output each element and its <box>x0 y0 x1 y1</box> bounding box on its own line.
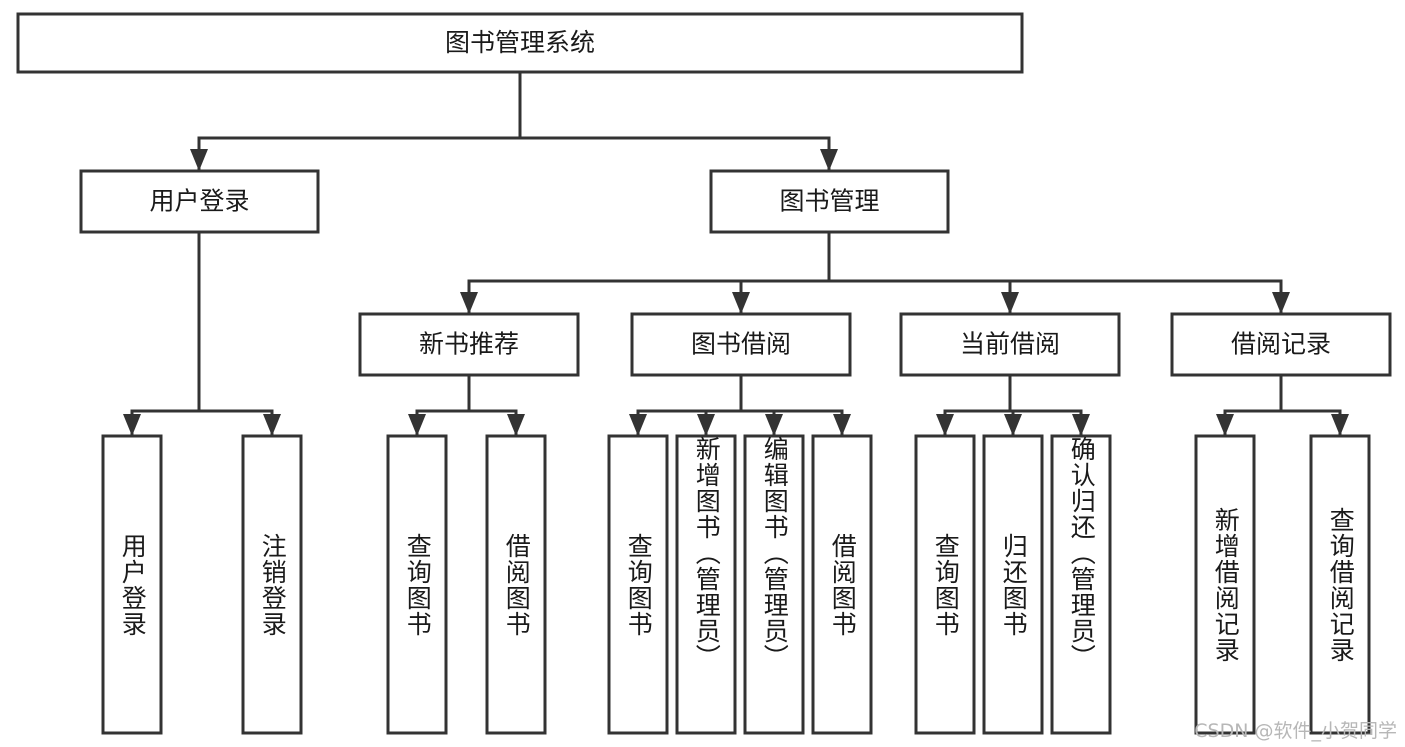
leaf-12-查询借阅记录-box[interactable] <box>1309 434 1371 735</box>
leaf-6-编辑图书管理员-box[interactable] <box>743 434 805 735</box>
csdn-watermark: CSDN @软件_小贺同学 <box>1194 720 1397 742</box>
arrow-head-icon <box>820 149 838 171</box>
leaf-1-注销登录-box[interactable] <box>241 434 303 735</box>
node-box-layer <box>16 12 1392 735</box>
leaf-4-查询图书-box[interactable] <box>607 434 669 735</box>
leaf-8-查询图书-box[interactable] <box>914 434 976 735</box>
leaf-9-归还图书-box[interactable] <box>982 434 1044 735</box>
arrow-head-icon <box>1001 292 1019 314</box>
root-图书管理系统-label: 图书管理系统 <box>445 28 595 57</box>
arrow-head-icon <box>190 149 208 171</box>
arrow-head-icon <box>697 414 715 436</box>
arrow-head-icon <box>1272 292 1290 314</box>
level3-借阅记录-label: 借阅记录 <box>1231 330 1331 359</box>
level3-当前借阅-box[interactable] <box>899 312 1121 377</box>
leaf-10-确认归还管理员-box[interactable] <box>1050 434 1112 735</box>
arrow-head-icon <box>123 414 141 436</box>
arrow-head-icon <box>1216 414 1234 436</box>
arrow-head-icon <box>732 292 750 314</box>
arrow-head-icon <box>408 414 426 436</box>
arrow-head-icon <box>765 414 783 436</box>
leaf-0-用户登录-box[interactable] <box>101 434 163 735</box>
level3-借阅记录-box[interactable] <box>1170 312 1392 377</box>
arrow-head-icon <box>263 414 281 436</box>
arrow-head-icon <box>833 414 851 436</box>
level2-用户登录-label: 用户登录 <box>149 187 249 216</box>
connector-layer <box>123 70 1349 436</box>
level3-当前借阅-label: 当前借阅 <box>960 330 1060 359</box>
level2-图书管理-box[interactable] <box>709 169 950 234</box>
leaf-2-查询图书-box[interactable] <box>386 434 448 735</box>
level3-图书借阅-box[interactable] <box>630 312 852 377</box>
arrow-head-icon <box>507 414 525 436</box>
level2-图书管理-label: 图书管理 <box>779 187 879 216</box>
level3-图书借阅-label: 图书借阅 <box>691 330 791 359</box>
level2-用户登录-box[interactable] <box>79 169 320 234</box>
leaf-3-借阅图书-box[interactable] <box>485 434 547 735</box>
arrow-head-icon <box>1072 414 1090 436</box>
arrow-head-icon <box>460 292 478 314</box>
leaf-7-借阅图书-box[interactable] <box>811 434 873 735</box>
arrow-head-icon <box>1331 414 1349 436</box>
leaf-5-新增图书管理员-box[interactable] <box>675 434 737 735</box>
arrow-head-icon <box>629 414 647 436</box>
arrow-head-icon <box>1004 414 1022 436</box>
level3-新书推荐-label: 新书推荐 <box>419 330 519 359</box>
level3-新书推荐-box[interactable] <box>358 312 580 377</box>
leaf-11-新增借阅记录-box[interactable] <box>1194 434 1256 735</box>
root-图书管理系统-box[interactable] <box>16 12 1024 74</box>
arrow-head-icon <box>936 414 954 436</box>
